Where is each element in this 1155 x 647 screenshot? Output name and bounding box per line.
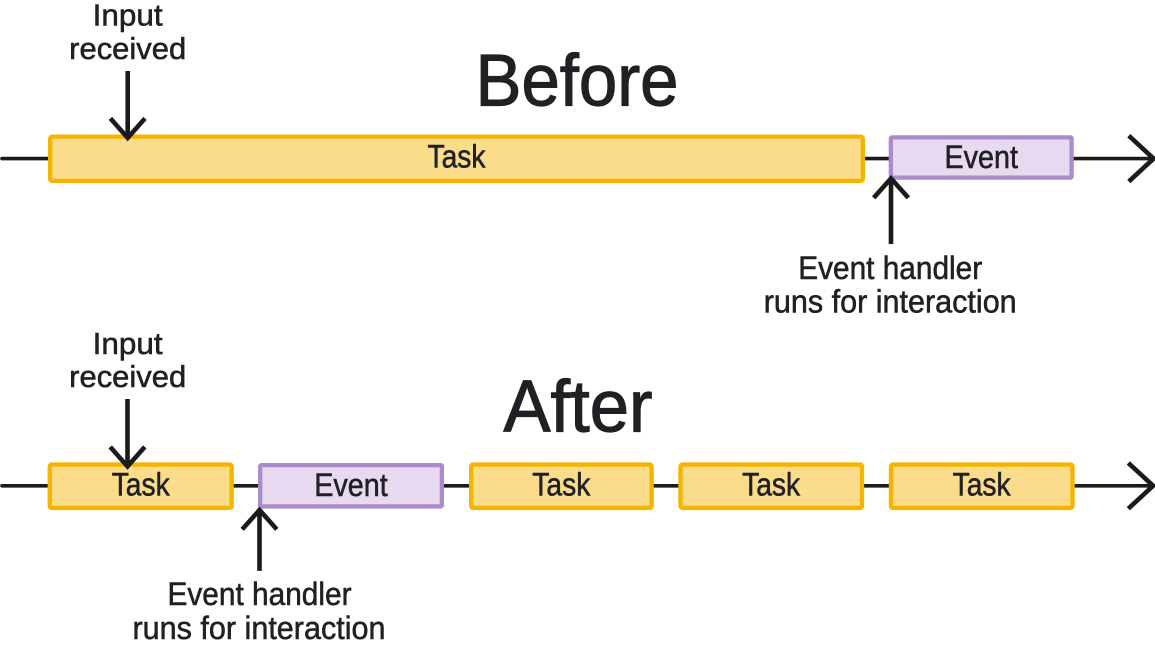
svg-text:received: received [69,32,186,66]
svg-text:Task: Task [428,139,487,175]
svg-text:runs for interaction: runs for interaction [133,610,386,646]
svg-text:Input: Input [93,0,164,33]
svg-text:Event handler: Event handler [168,576,352,612]
svg-text:Input: Input [93,327,164,361]
svg-text:Task: Task [112,466,171,502]
svg-text:Event handler: Event handler [798,250,982,286]
svg-text:After: After [504,365,653,448]
svg-text:Event: Event [314,467,388,503]
svg-text:Task: Task [532,466,591,502]
svg-text:Event: Event [944,139,1018,175]
svg-text:runs for interaction: runs for interaction [764,284,1017,320]
svg-text:Task: Task [953,466,1012,502]
svg-text:Before: Before [476,38,679,121]
svg-text:received: received [69,360,186,394]
svg-text:Task: Task [742,466,801,502]
